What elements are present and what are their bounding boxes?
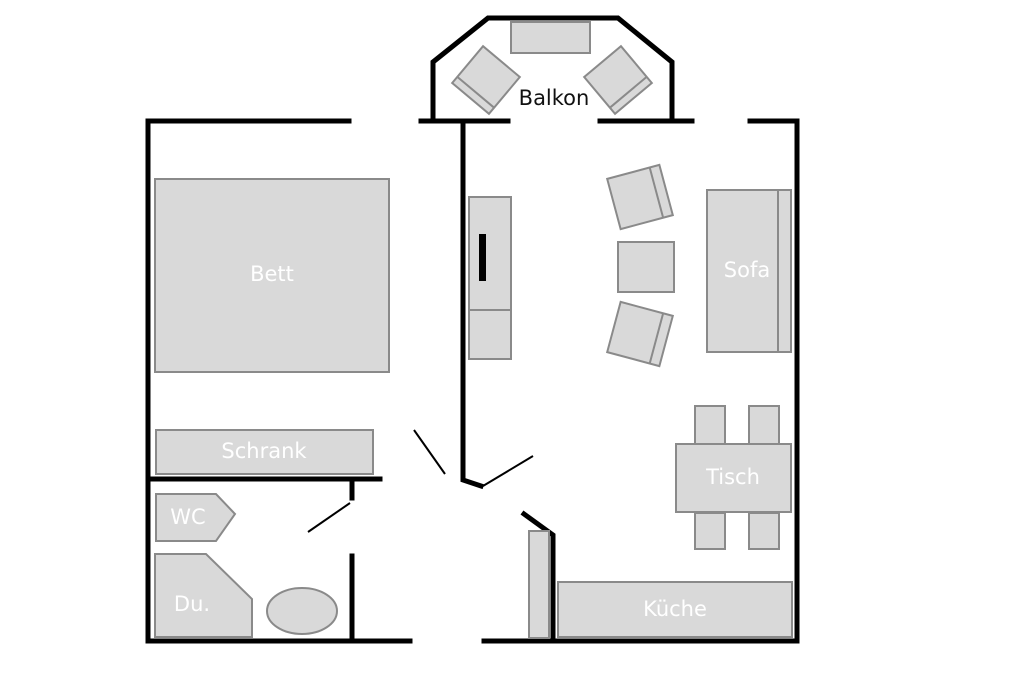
dining-table-label: Tisch	[705, 465, 760, 489]
wardrobe-label: Schrank	[221, 439, 307, 463]
bathroom: WC Du.	[154, 493, 338, 638]
dining-area: Tisch	[675, 405, 792, 550]
exterior-walls	[145, 118, 800, 644]
washbasin	[266, 587, 338, 635]
dining-table	[675, 443, 792, 513]
kitchen-counter	[557, 581, 793, 638]
door-living	[482, 455, 534, 487]
armchair-bottom	[605, 300, 675, 368]
shower-label: Du.	[174, 592, 210, 616]
chair-top-right	[748, 405, 780, 445]
wall-right	[481, 118, 800, 644]
chair-bottom-left	[694, 512, 726, 550]
kitchen-label: Küche	[643, 597, 707, 621]
shower	[154, 553, 253, 638]
interior-walls	[148, 122, 556, 641]
tv	[479, 234, 486, 281]
wall-top-left	[145, 118, 413, 644]
living-room: Sofa	[468, 163, 792, 368]
wall-kitchen-stub	[520, 510, 556, 641]
side-table	[617, 241, 675, 293]
kitchen-tall-cabinet	[528, 530, 550, 639]
kitchen: Küche	[528, 530, 793, 639]
sofa-label: Sofa	[724, 258, 770, 282]
bedroom: Bett Schrank	[154, 178, 390, 475]
balcony-label: Balkon	[519, 86, 590, 110]
wardrobe	[155, 429, 374, 475]
toilet-label: WC	[170, 505, 205, 529]
bed	[154, 178, 390, 373]
balcony-bench	[510, 21, 591, 54]
bed-label: Bett	[250, 262, 294, 286]
chair-bottom-right	[748, 512, 780, 550]
door-bedroom	[413, 429, 446, 475]
balcony-chair-right	[582, 44, 654, 116]
balcony-chair-left	[450, 44, 522, 116]
toilet	[155, 493, 237, 542]
balcony-wall	[430, 15, 675, 123]
wall-living-partition	[460, 122, 485, 490]
chair-top-left	[694, 405, 726, 445]
door-swings	[307, 429, 534, 533]
tv-cabinet	[468, 196, 512, 360]
balcony: Balkon	[430, 15, 675, 123]
armchair-top	[605, 163, 675, 231]
door-bath	[307, 502, 351, 533]
